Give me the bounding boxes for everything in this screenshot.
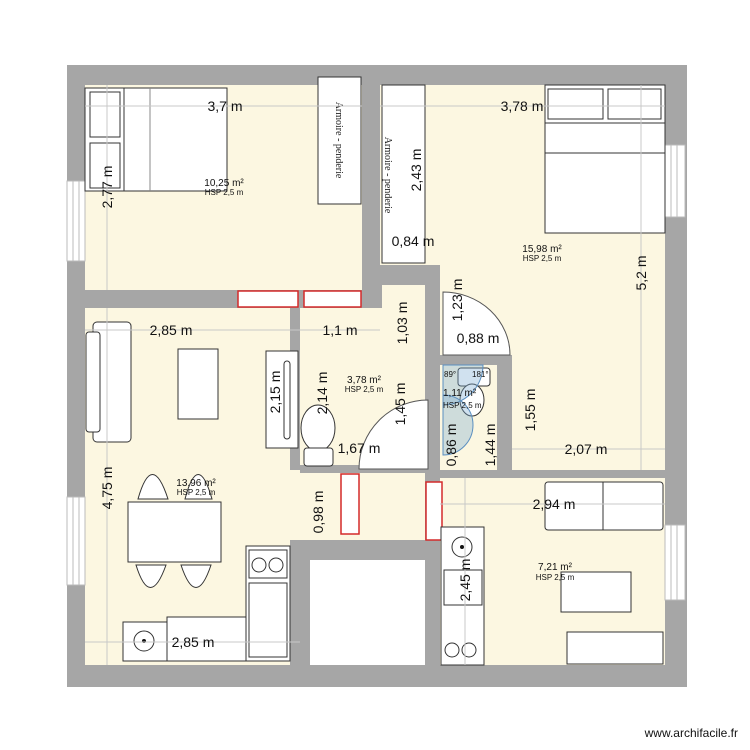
toilet	[300, 404, 336, 467]
room-area: 1,11 m²	[443, 388, 477, 399]
window	[66, 180, 86, 262]
dimension-label: 4,75 m	[99, 467, 115, 510]
door[interactable]	[237, 290, 299, 308]
chair	[135, 564, 167, 588]
room-bedroom-2-alcove	[512, 357, 665, 470]
wall	[290, 540, 425, 560]
room-area: 13,96 m²	[176, 478, 216, 489]
dimension-label: 0,86 m	[443, 424, 459, 467]
door[interactable]	[340, 473, 360, 535]
wall	[497, 357, 512, 470]
dimension-label: 2,43 m	[408, 149, 424, 192]
room-hsp: HSP 2,5 m	[205, 188, 244, 197]
dimension-label: 0,88 m	[457, 330, 500, 346]
door[interactable]	[425, 481, 443, 541]
room-area: 10,25 m²	[204, 178, 244, 189]
dimension-label: 2,45 m	[457, 559, 473, 602]
dimension-label: 1,45 m	[392, 383, 408, 426]
room-hsp: HSP 2,5 m	[345, 385, 384, 394]
kitchenette	[440, 526, 485, 666]
dimension-label: 2,94 m	[533, 496, 576, 512]
wall	[362, 65, 380, 265]
dimension-label: 3,7 m	[207, 98, 242, 114]
dimension-lines	[85, 85, 665, 665]
wall	[290, 665, 425, 687]
dimension-label: 2,15 m	[267, 371, 283, 414]
door-swing	[442, 364, 484, 406]
room-area: 15,98 m²	[522, 244, 562, 255]
chair	[184, 474, 213, 500]
room-hsp: HSP 2,5 m	[443, 401, 482, 410]
wardrobe-label: Armoire - penderie	[333, 102, 344, 179]
angle-label: 89°	[444, 370, 456, 379]
dimension-label: 1,1 m	[322, 322, 357, 338]
bathtub-drain	[283, 360, 291, 440]
dimension-label: 1,67 m	[338, 440, 381, 456]
corner-shower	[358, 399, 429, 470]
bathtub	[265, 350, 299, 449]
dimension-label: 2,07 m	[565, 441, 608, 457]
dimension-label: 2,77 m	[99, 166, 115, 209]
coffee-table	[177, 348, 219, 420]
door-swing	[442, 394, 474, 456]
corner-shower	[442, 291, 511, 356]
sofa	[544, 481, 664, 531]
wardrobe-label: Armoire - penderie	[382, 137, 393, 214]
room-hsp: HSP 2,5 m	[177, 488, 216, 497]
bed	[566, 631, 664, 665]
dimension-label: 1,03 m	[394, 302, 410, 345]
wall	[290, 540, 310, 665]
dimension-label: 1,44 m	[482, 424, 498, 467]
dimension-label: 5,2 m	[633, 255, 649, 290]
dimension-label: 1,55 m	[522, 389, 538, 432]
door[interactable]	[303, 290, 362, 308]
chair	[180, 564, 212, 588]
window	[664, 144, 686, 218]
dimension-label: 2,14 m	[314, 372, 330, 415]
dimension-label: 1,23 m	[449, 279, 465, 322]
table	[560, 571, 632, 613]
wardrobe: Armoire - penderie	[317, 76, 362, 205]
dining-table	[127, 501, 222, 563]
window	[664, 524, 686, 601]
room-area: 3,78 m²	[347, 375, 382, 386]
angle-label: 181°	[472, 370, 489, 379]
wall	[425, 470, 665, 478]
room-area: 7,21 m²	[538, 562, 573, 573]
window	[66, 496, 86, 586]
dimension-label: 2,85 m	[172, 634, 215, 650]
wall	[440, 355, 512, 365]
wall	[362, 265, 382, 308]
room-hsp: HSP 2,5 m	[536, 573, 575, 582]
double-bed	[544, 84, 666, 234]
room-hsp: HSP 2,5 m	[523, 254, 562, 263]
dimension-label: 0,84 m	[392, 233, 435, 249]
chair	[137, 474, 169, 500]
dimension-label: 0,98 m	[310, 491, 326, 534]
wardrobe: Armoire - penderie	[381, 84, 426, 264]
outside-area	[310, 560, 425, 665]
sofa	[85, 321, 132, 443]
watermark: www.archifacile.fr	[644, 726, 738, 740]
double-bed	[84, 87, 228, 192]
dimension-label: 2,85 m	[150, 322, 193, 338]
dimension-label: 3,78 m	[501, 98, 544, 114]
